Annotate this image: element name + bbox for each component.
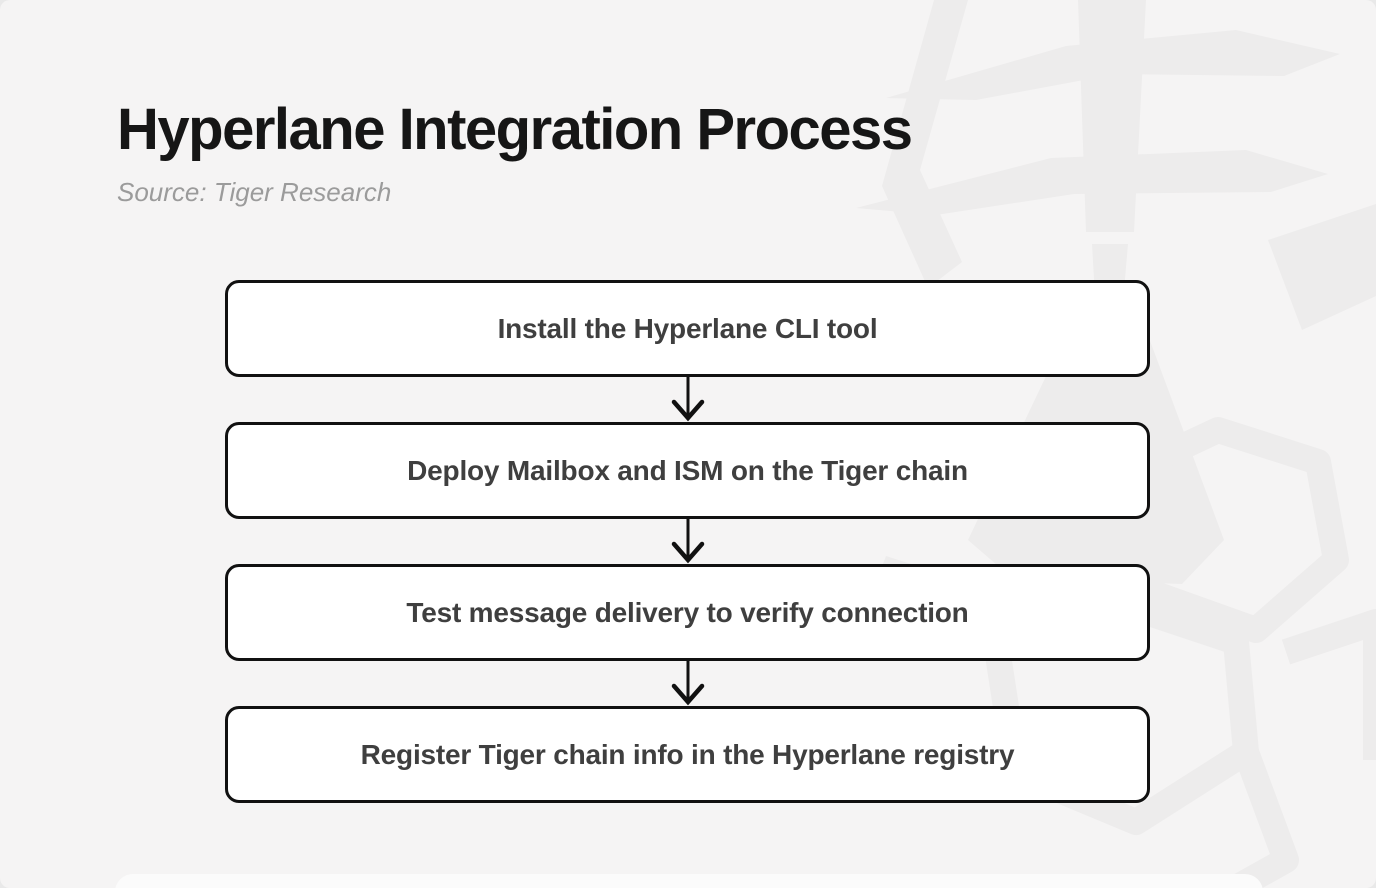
cropped-card-edge	[115, 874, 1263, 888]
flow-step-4: Register Tiger chain info in the Hyperla…	[225, 706, 1150, 803]
flow-step-1: Install the Hyperlane CLI tool	[225, 280, 1150, 377]
flow-step-2-label: Deploy Mailbox and ISM on the Tiger chai…	[407, 454, 968, 486]
down-arrow-icon	[225, 519, 1150, 564]
down-arrow-icon	[225, 661, 1150, 706]
header: Hyperlane Integration Process Source: Ti…	[117, 97, 913, 208]
flow-step-4-label: Register Tiger chain info in the Hyperla…	[360, 738, 1015, 770]
flow-step-2: Deploy Mailbox and ISM on the Tiger chai…	[225, 422, 1150, 519]
flow-diagram: Install the Hyperlane CLI tool Deploy Ma…	[225, 280, 1150, 803]
source-caption: Source: Tiger Research	[117, 176, 392, 207]
page-title: Hyperlane Integration Process	[117, 97, 913, 162]
flow-step-1-label: Install the Hyperlane CLI tool	[497, 312, 878, 344]
flow-step-3: Test message delivery to verify connecti…	[225, 564, 1150, 661]
down-arrow-icon	[225, 377, 1150, 422]
flow-step-3-label: Test message delivery to verify connecti…	[406, 596, 969, 628]
